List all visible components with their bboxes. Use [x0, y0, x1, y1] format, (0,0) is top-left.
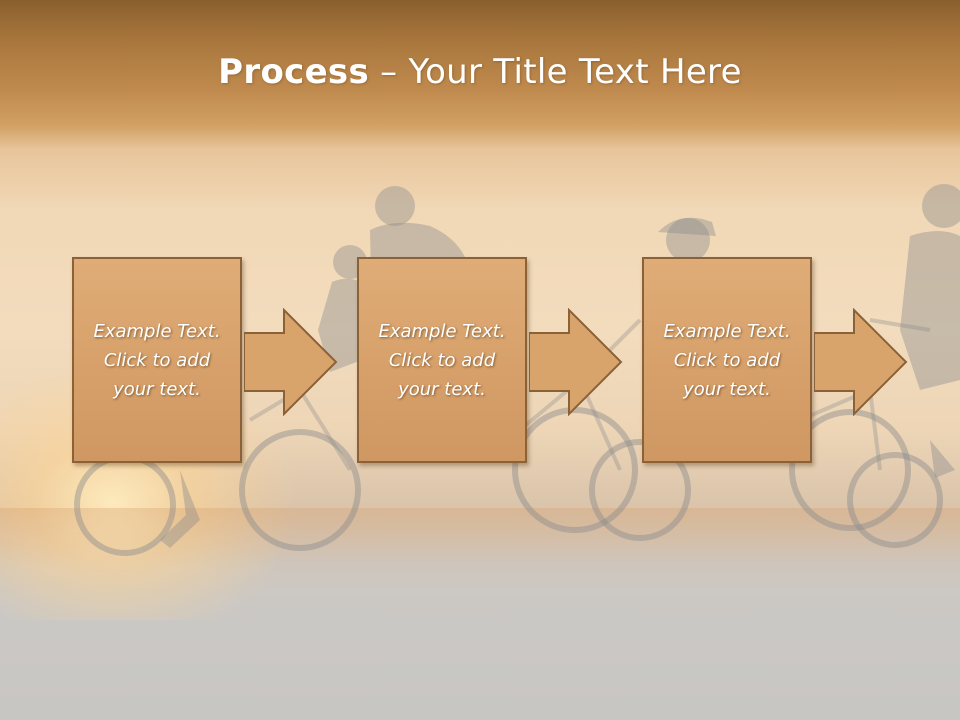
process-step-2-text: Example Text. Click to add your text.: [378, 320, 506, 400]
process-step-1-text: Example Text. Click to add your text.: [93, 320, 221, 400]
title-bold-text: Process: [218, 52, 370, 92]
process-step-3-box[interactable]: Example Text. Click to add your text.: [642, 257, 812, 463]
horizon: [0, 508, 960, 568]
title-rest-text: – Your Title Text Here: [369, 52, 742, 92]
step-2-arrow-icon: [529, 308, 623, 416]
step-1-arrow-icon: [244, 308, 338, 416]
process-step-3-text: Example Text. Click to add your text.: [663, 320, 791, 400]
step-3-arrow-icon: [814, 308, 908, 416]
slide-title[interactable]: Process – Your Title Text Here: [0, 52, 960, 92]
process-step-2-box[interactable]: Example Text. Click to add your text.: [357, 257, 527, 463]
process-step-1-box[interactable]: Example Text. Click to add your text.: [72, 257, 242, 463]
